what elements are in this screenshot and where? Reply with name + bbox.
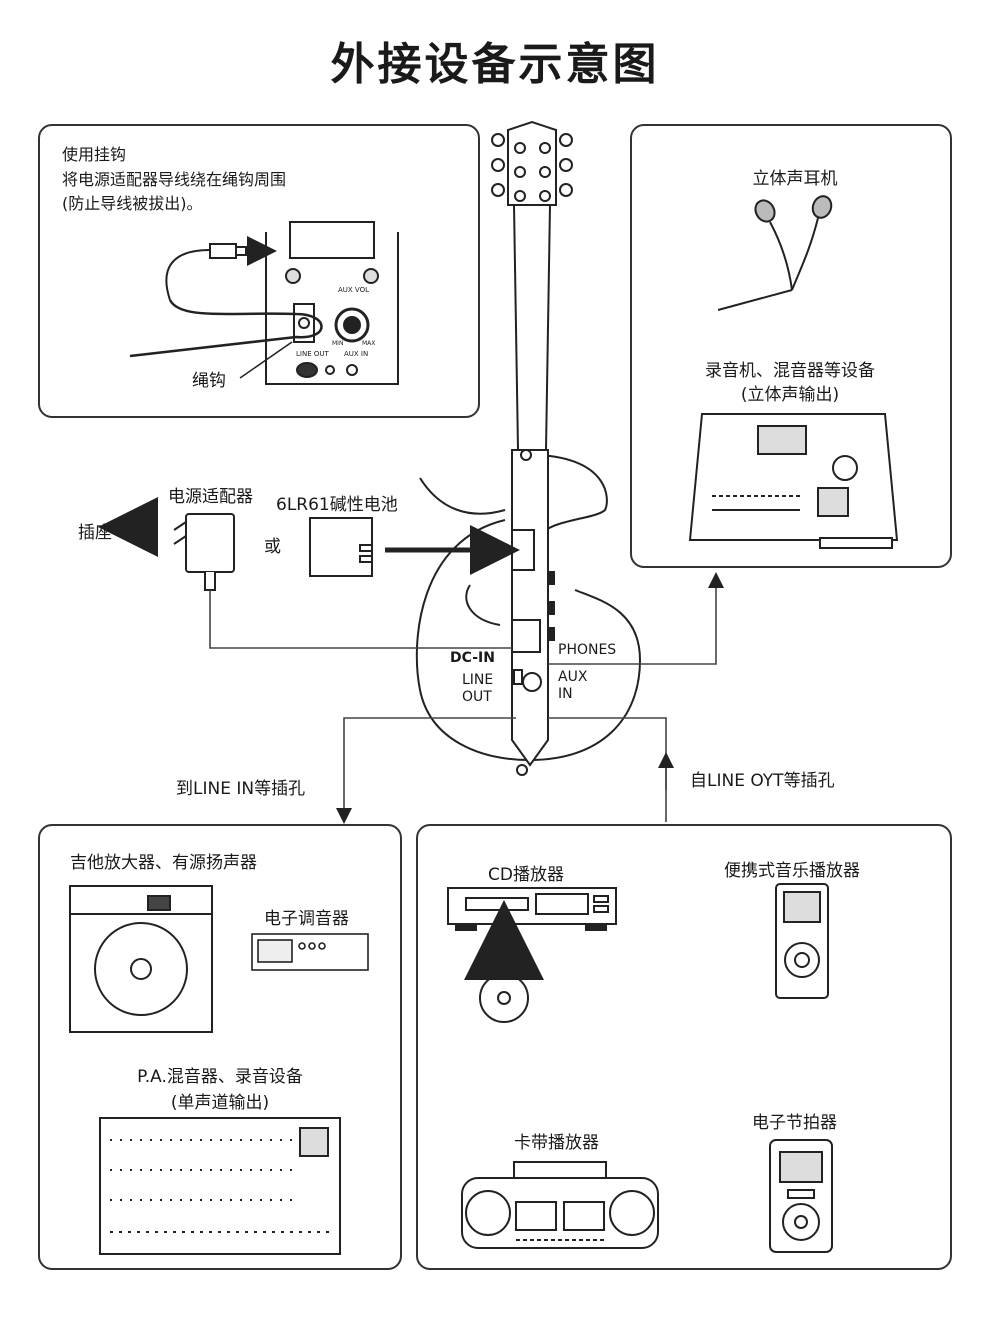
pa-mixer-label: P.A.混音器、录音设备: [137, 1067, 303, 1087]
guitar-illustration: [415, 120, 642, 776]
from-line-out-label: 自LINE OYT等插孔: [690, 771, 835, 791]
cassette-player-illustration: [461, 1161, 659, 1249]
line-out-label-2: OUT: [462, 689, 492, 705]
aux-in-label-2: IN: [558, 686, 573, 702]
aux-vol-label: AUX VOL: [338, 286, 370, 294]
pa-mixer-sub-label: (单声道输出): [170, 1093, 270, 1113]
headphones-label: 立体声耳机: [752, 169, 838, 189]
metronome-label: 电子节拍器: [752, 1113, 837, 1133]
strap-hook-illustration: [129, 221, 399, 385]
line-out-label-1: LINE: [462, 672, 494, 688]
cassette-player-label: 卡带播放器: [514, 1133, 599, 1153]
to-line-in-label: 到LINE IN等插孔: [176, 779, 306, 799]
guitar-amp-illustration: [69, 885, 213, 1033]
strap-hook-note: (防止导线被拔出)。: [62, 194, 203, 213]
recorder-mixer-illustration: [688, 413, 899, 549]
recorder-sub-label: (立体声输出): [740, 385, 840, 405]
headphones-illustration: [717, 195, 833, 311]
max-label: MAX: [362, 340, 376, 347]
tuner-label: 电子调音器: [264, 909, 349, 929]
page-title: 外接设备示意图: [330, 39, 660, 90]
portable-player-illustration: [775, 883, 829, 999]
strap-hook-instruction: 将电源适配器导线绕在绳钩周围: [62, 170, 287, 189]
cd-player-illustration: [447, 887, 617, 1023]
outlet-label: 插座: [78, 523, 112, 543]
amp-label: 吉他放大器、有源扬声器: [70, 853, 257, 873]
battery-label: 6LR61碱性电池: [276, 495, 398, 515]
aux-in-small-label: AUX IN: [344, 350, 369, 358]
min-label: MIN: [332, 340, 344, 347]
phones-label: PHONES: [558, 642, 617, 658]
recorder-label: 录音机、混音器等设备: [705, 361, 875, 381]
metronome-illustration: [769, 1139, 833, 1253]
aux-in-label-1: AUX: [558, 669, 588, 685]
portable-player-label: 便携式音乐播放器: [724, 861, 860, 881]
power-devices: [173, 513, 373, 591]
power-adapter-label: 电源适配器: [168, 487, 253, 507]
pa-mixer-illustration: [99, 1117, 341, 1255]
or-label: 或: [264, 537, 281, 557]
tuner-illustration: [251, 933, 369, 971]
dc-in-label: DC-IN: [450, 650, 495, 666]
strap-hook-label: 绳钩: [192, 371, 226, 391]
strap-hook-panel: [38, 124, 480, 418]
cd-player-label: CD播放器: [488, 865, 564, 885]
line-out-small-label: LINE OUT: [296, 350, 329, 358]
strap-hook-heading: 使用挂钩: [62, 145, 127, 164]
